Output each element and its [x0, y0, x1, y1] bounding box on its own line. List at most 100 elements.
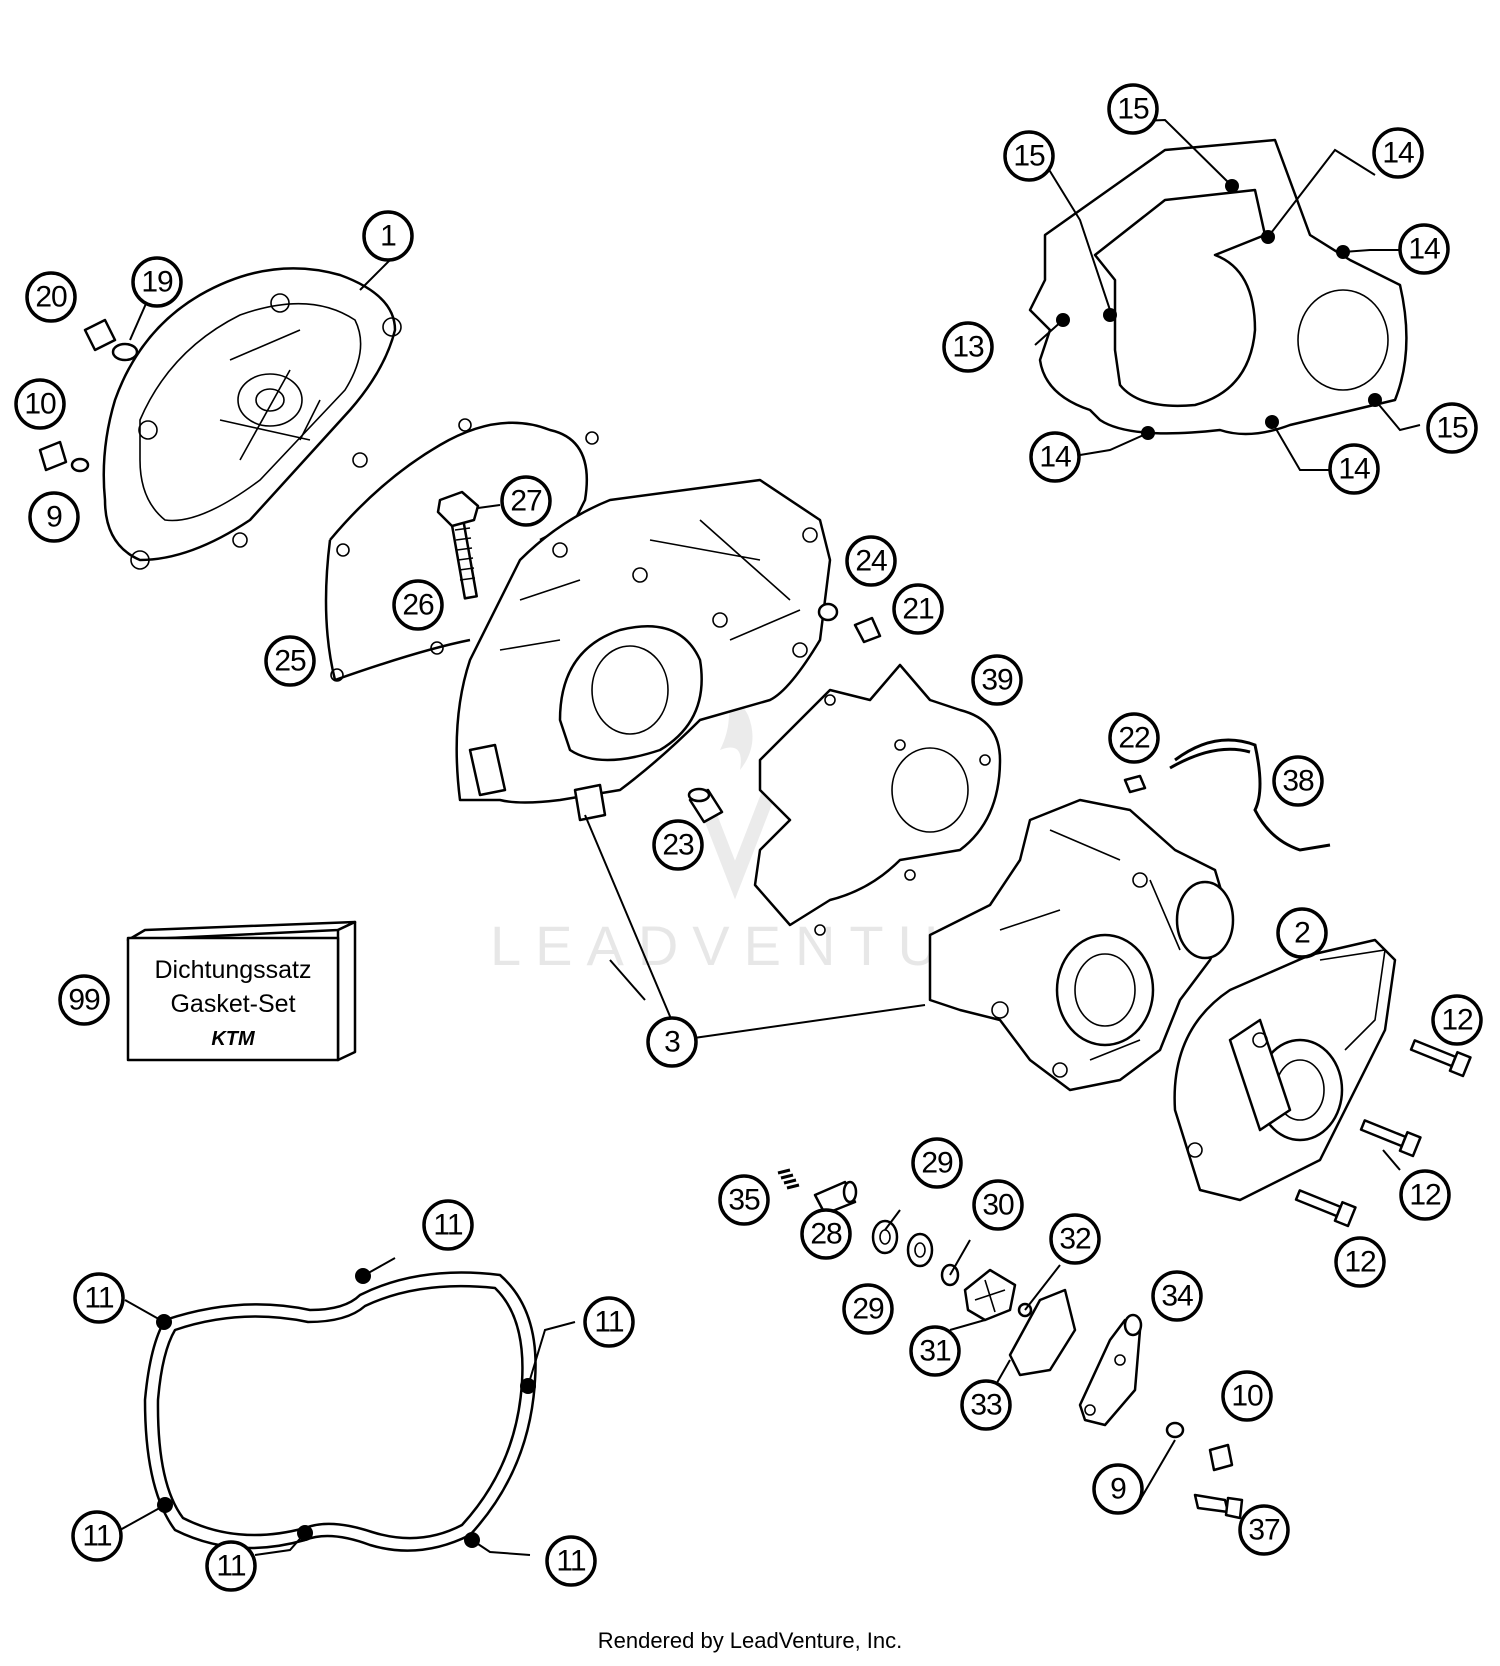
svg-text:31: 31 [919, 1335, 951, 1368]
dowel-pin [687, 787, 724, 824]
callout-38: 38 [1272, 755, 1324, 807]
small-fasteners-upper-left [38, 318, 139, 473]
svg-text:10: 10 [1231, 1380, 1263, 1413]
svg-text:27: 27 [510, 485, 542, 518]
screw-and-washer [817, 602, 882, 644]
svg-text:15: 15 [1436, 412, 1468, 445]
water-pump-internals [871, 1219, 1017, 1322]
callout-15-a: 15 [1107, 83, 1159, 135]
callout-14-a: 14 [1372, 127, 1424, 179]
callout-29-a: 29 [911, 1137, 963, 1189]
callout-11-a: 11 [422, 1199, 474, 1251]
svg-text:11: 11 [216, 1550, 245, 1583]
callout-14-d: 14 [1328, 443, 1380, 495]
svg-text:21: 21 [902, 593, 934, 626]
callout-23: 23 [652, 819, 704, 871]
svg-text:3: 3 [664, 1026, 680, 1059]
callout-99: 99 [58, 974, 110, 1026]
callout-37: 37 [1238, 1504, 1290, 1556]
svg-text:12: 12 [1409, 1179, 1441, 1212]
cylinder-gasket-outline [1028, 138, 1408, 440]
svg-text:11: 11 [594, 1306, 623, 1339]
callout-26: 26 [392, 579, 444, 631]
svg-text:37: 37 [1248, 1514, 1280, 1547]
svg-text:9: 9 [1110, 1473, 1126, 1506]
callout-24: 24 [845, 535, 897, 587]
gasket-box-line2: Gasket-Set [170, 990, 295, 1018]
gasket-set-box: Dichtungssatz Gasket-Set KTM [126, 920, 357, 1062]
callout-11-f: 11 [545, 1535, 597, 1587]
svg-text:9: 9 [46, 501, 62, 534]
svg-text:11: 11 [556, 1545, 585, 1578]
callout-35: 35 [718, 1174, 770, 1226]
spring-and-pin [777, 1168, 858, 1216]
svg-text:14: 14 [1338, 453, 1370, 486]
svg-text:14: 14 [1408, 233, 1440, 266]
callout-9-lower: 9 [1092, 1463, 1144, 1515]
callout-14-c: 14 [1029, 431, 1081, 483]
render-credit: Rendered by LeadVenture, Inc. [597, 1628, 903, 1653]
svg-text:11: 11 [84, 1282, 113, 1315]
svg-text:14: 14 [1382, 137, 1414, 170]
callout-39: 39 [971, 654, 1023, 706]
callout-31: 31 [909, 1325, 961, 1377]
callout-1: 1 [362, 210, 414, 262]
callout-10-lower: 10 [1221, 1370, 1273, 1422]
callouts: 1 2 3 9 10 9 10 11 11 11 11 11 11 12 12 … [14, 83, 1483, 1592]
callout-15-c: 15 [1426, 402, 1478, 454]
callout-29-b: 29 [842, 1283, 894, 1335]
callout-27: 27 [500, 475, 552, 527]
svg-text:29: 29 [852, 1293, 884, 1326]
svg-text:25: 25 [274, 645, 306, 678]
callout-11-e: 11 [205, 1540, 257, 1592]
water-pump-cover [1008, 1288, 1143, 1427]
svg-text:32: 32 [1059, 1223, 1091, 1256]
callout-14-b: 14 [1398, 223, 1450, 275]
callout-34: 34 [1151, 1270, 1203, 1322]
svg-text:28: 28 [810, 1218, 842, 1251]
svg-text:29: 29 [921, 1147, 953, 1180]
base-gasket [753, 663, 1002, 936]
svg-text:15: 15 [1013, 140, 1045, 173]
svg-text:11: 11 [82, 1520, 111, 1553]
callout-10-upper: 10 [14, 378, 66, 430]
callout-12-a: 12 [1431, 994, 1483, 1046]
callout-11-b: 11 [73, 1272, 125, 1324]
svg-text:14: 14 [1039, 441, 1071, 474]
callout-11-d: 11 [71, 1510, 123, 1562]
svg-text:22: 22 [1118, 722, 1150, 755]
crankcase-right-half [928, 798, 1235, 1092]
svg-text:33: 33 [970, 1389, 1002, 1422]
svg-text:38: 38 [1282, 765, 1314, 798]
callout-32: 32 [1049, 1213, 1101, 1265]
svg-text:35: 35 [728, 1184, 760, 1217]
crankcase-left-half [455, 478, 832, 822]
callout-12-c: 12 [1334, 1236, 1386, 1288]
callout-28: 28 [800, 1208, 852, 1260]
svg-text:12: 12 [1441, 1004, 1473, 1037]
callout-22: 22 [1108, 712, 1160, 764]
callout-25: 25 [264, 635, 316, 687]
ignition-cover [102, 267, 402, 570]
svg-text:39: 39 [981, 664, 1013, 697]
callout-30: 30 [972, 1179, 1024, 1231]
svg-text:11: 11 [433, 1209, 462, 1242]
callout-15-b: 15 [1003, 130, 1055, 182]
svg-text:30: 30 [982, 1189, 1014, 1222]
svg-text:1: 1 [380, 220, 396, 253]
ktm-logo: KTM [211, 1028, 256, 1050]
svg-text:20: 20 [35, 281, 67, 314]
svg-text:12: 12 [1344, 1246, 1376, 1279]
callout-13: 13 [942, 321, 994, 373]
svg-text:13: 13 [952, 331, 984, 364]
svg-text:19: 19 [141, 266, 173, 299]
svg-text:26: 26 [402, 589, 434, 622]
callout-2: 2 [1276, 907, 1328, 959]
callout-19: 19 [131, 256, 183, 308]
small-fasteners-lower-right [1165, 1421, 1244, 1520]
callout-12-b: 12 [1399, 1169, 1451, 1221]
svg-text:23: 23 [662, 829, 694, 862]
callout-11-c: 11 [583, 1296, 635, 1348]
svg-text:10: 10 [24, 388, 56, 421]
